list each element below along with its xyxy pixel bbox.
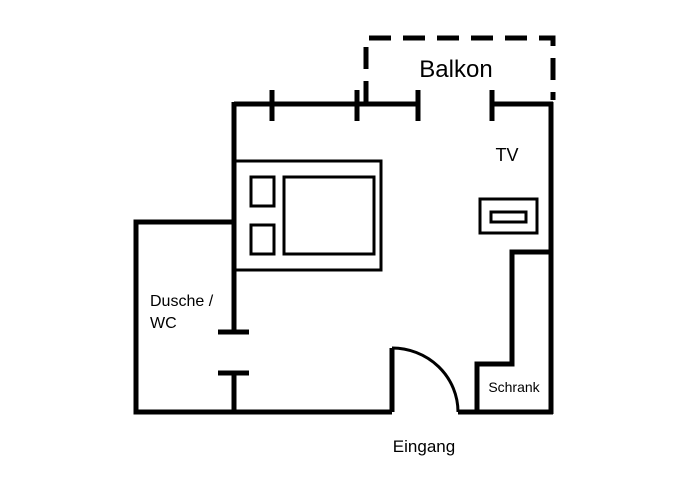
balcony-label: Balkon xyxy=(419,56,492,83)
bathroom-label-line1: Dusche / xyxy=(150,293,214,310)
entrance-door-swing xyxy=(391,346,460,413)
entrance-label: Eingang xyxy=(393,437,455,456)
bed-pillow-lower xyxy=(249,223,276,256)
balcony-outline xyxy=(363,35,556,103)
tv-label: TV xyxy=(495,145,518,165)
tv-screen xyxy=(489,210,528,224)
bathroom-walls xyxy=(133,219,392,415)
bed-mattress xyxy=(282,175,376,256)
bathroom-label-line2: WC xyxy=(150,315,177,332)
wardrobe-label: Schrank xyxy=(488,379,540,395)
bed-frame xyxy=(232,159,383,272)
tv-cabinet xyxy=(478,197,539,235)
wardrobe-outline xyxy=(474,249,551,412)
bed-pillow-upper xyxy=(249,175,276,208)
